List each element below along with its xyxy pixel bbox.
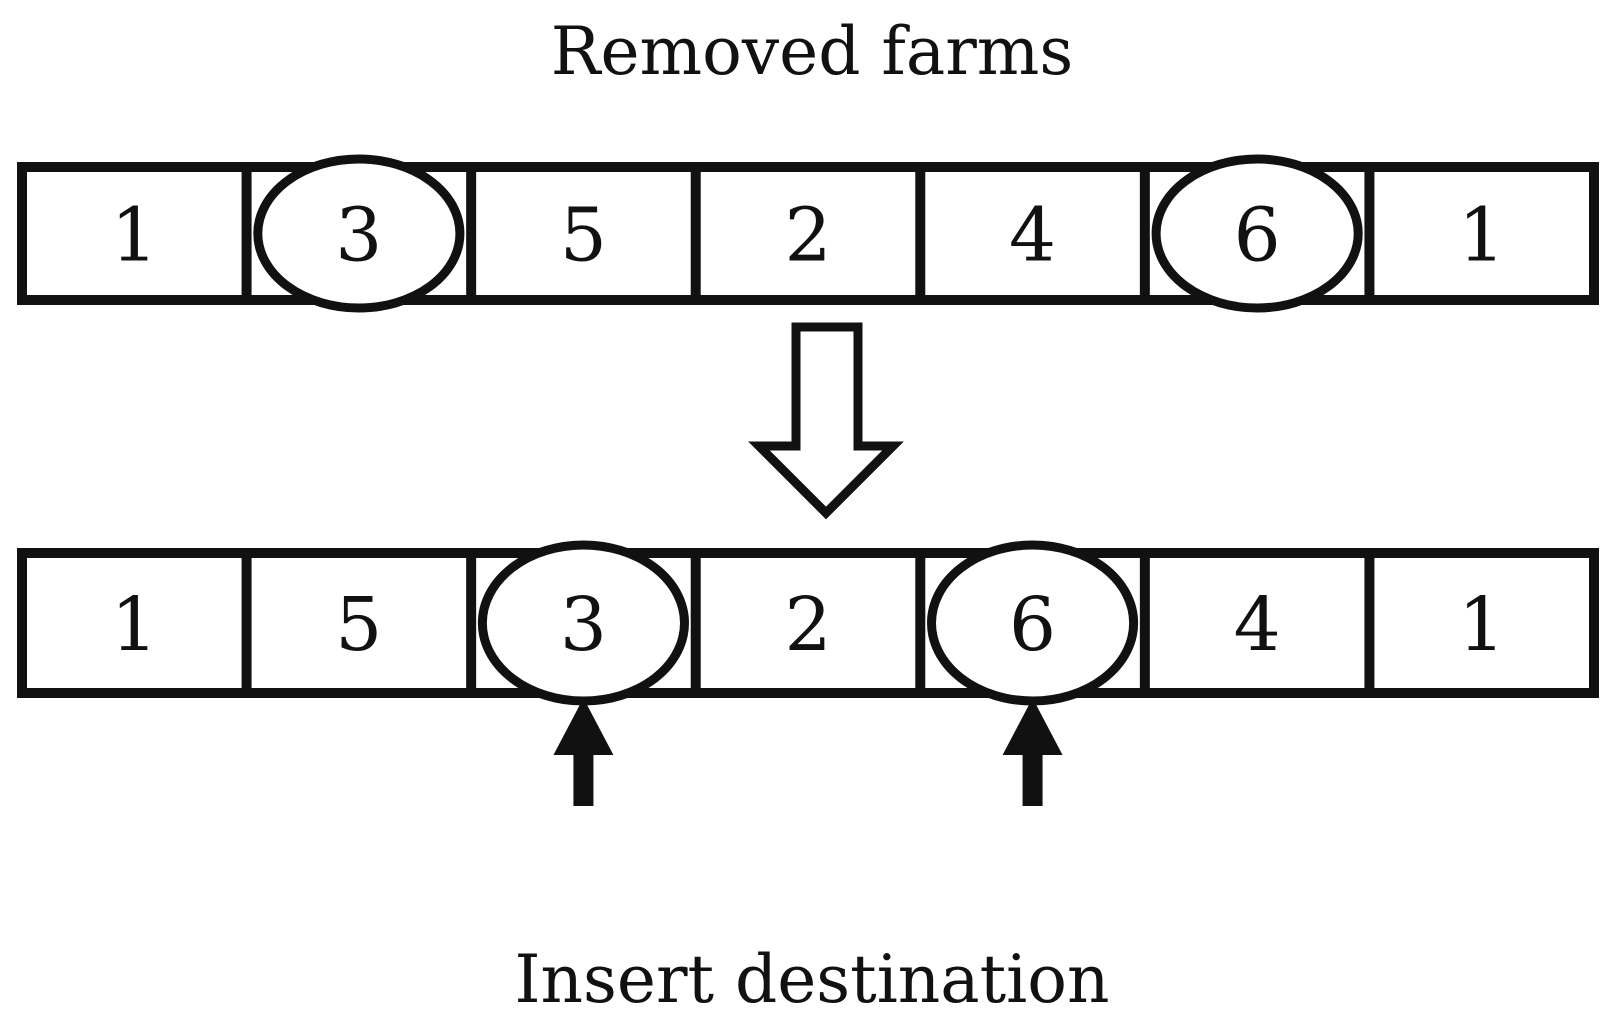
down-arrow-icon <box>748 322 904 520</box>
farm-cell-number: 3 <box>560 582 607 668</box>
insert-arrow-icon <box>553 698 614 806</box>
insert-arrow-icon <box>1002 698 1063 806</box>
removed-farm-circle <box>253 154 465 313</box>
farm-cell-number: 1 <box>111 582 158 668</box>
bottom-sequence-row: 1 5 3 2 6 4 1 <box>17 540 1599 706</box>
farm-cell-number: 4 <box>1234 582 1281 668</box>
farm-cell-number: 6 <box>1009 582 1056 668</box>
farm-cell-number: 2 <box>784 193 831 279</box>
farm-cell-number: 1 <box>111 193 158 279</box>
diagram-caption: Insert destination <box>514 941 1109 1017</box>
farm-cell-number: 1 <box>1458 582 1505 668</box>
bottom-row-frame <box>17 548 1599 698</box>
farm-cell-number: 4 <box>1009 193 1056 279</box>
farm-cell-number: 2 <box>784 582 831 668</box>
farm-cell-number: 3 <box>335 193 382 279</box>
insert-markers <box>553 698 1063 806</box>
farm-cell-number: 5 <box>560 193 607 279</box>
diagram-title: Removed farms <box>551 13 1073 90</box>
top-sequence-row: 1 3 5 2 4 6 1 <box>17 154 1599 313</box>
farm-cell-number: 6 <box>1234 193 1281 279</box>
farm-cell-number: 1 <box>1458 193 1505 279</box>
removed-farm-circle <box>1151 154 1363 313</box>
farm-cell-number: 5 <box>335 582 382 668</box>
